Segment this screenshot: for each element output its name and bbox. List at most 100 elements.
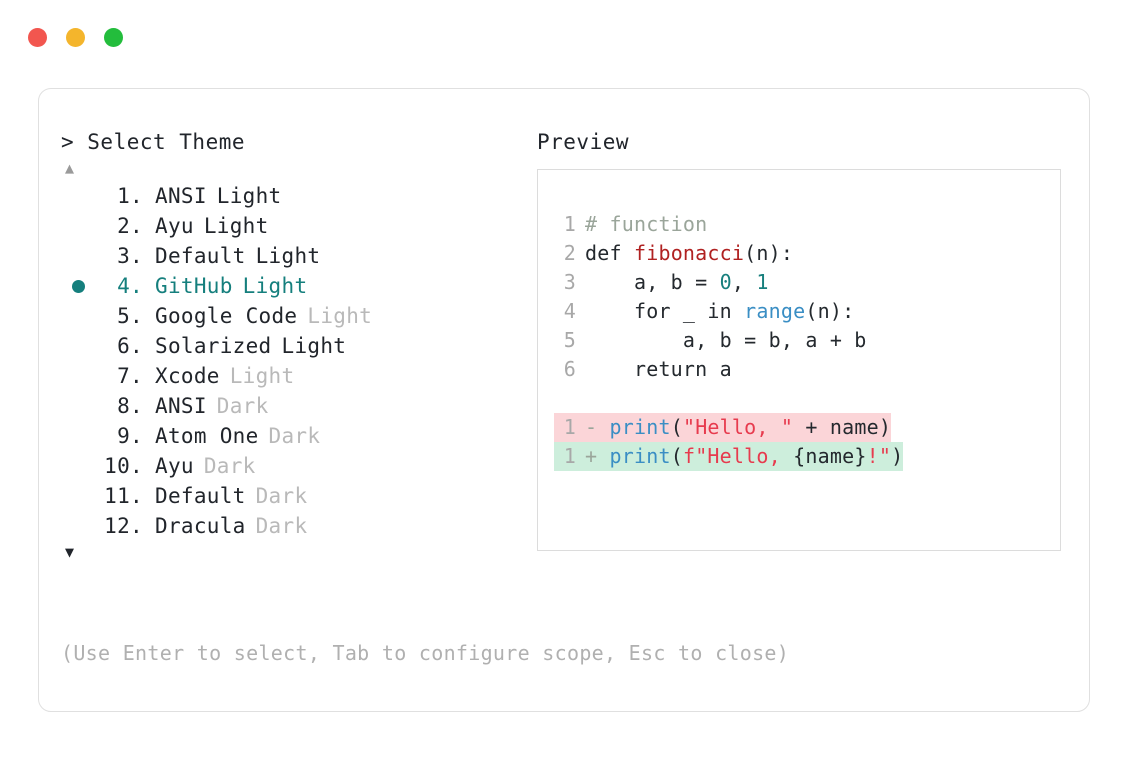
line-number: 3	[563, 270, 576, 294]
maximize-button[interactable]	[104, 28, 123, 47]
code-blank-line	[554, 384, 1060, 413]
theme-list-item[interactable]: 6. Solarized Light	[61, 331, 531, 361]
theme-item-name: Default	[155, 244, 246, 268]
close-button[interactable]	[28, 28, 47, 47]
code-token: range	[744, 299, 806, 323]
theme-item-name: ANSI	[155, 394, 207, 418]
theme-item-variant: Light	[216, 184, 282, 208]
theme-list-item[interactable]: 2. Ayu Light	[61, 211, 531, 241]
line-number: 1	[563, 415, 576, 439]
theme-item-variant: Light	[203, 214, 269, 238]
theme-item-variant: Light	[307, 304, 373, 328]
theme-item-index: 2.	[117, 214, 143, 238]
code-token: ,	[731, 270, 757, 294]
line-number: 1	[563, 212, 576, 236]
code-token: "Hello, "	[682, 415, 794, 439]
code-token: (	[670, 415, 683, 439]
selected-bullet-icon	[71, 279, 85, 293]
code-token: + name	[793, 415, 879, 439]
diff-line-plus: 1 + print(f"Hello, {name}!")	[554, 442, 904, 471]
theme-item-name: Solarized	[155, 334, 272, 358]
theme-item-variant: Dark	[203, 454, 256, 478]
code-line: 5 a, b = b, a + b	[554, 326, 1060, 355]
line-number: 2	[563, 241, 576, 265]
code-token: (n):	[805, 299, 855, 323]
theme-item-index: 12.	[104, 514, 143, 538]
code-token: print	[609, 444, 671, 468]
window-controls	[28, 28, 123, 47]
code-token: {name}	[793, 444, 867, 468]
theme-item-name: Default	[155, 484, 246, 508]
theme-item-variant: Dark	[255, 484, 308, 508]
code-token: for _ in	[585, 299, 745, 323]
theme-item-index: 6.	[117, 334, 143, 358]
code-token: 1	[756, 270, 769, 294]
theme-item-variant: Light	[281, 334, 347, 358]
code-token: # function	[585, 212, 708, 236]
line-number: 4	[563, 299, 576, 323]
theme-list-item[interactable]: 9. Atom One Dark	[61, 421, 531, 451]
line-number: 1	[563, 444, 576, 468]
diff-line-wrapper: 1- print("Hello, " + name)	[554, 413, 1060, 442]
code-token: 0	[719, 270, 732, 294]
theme-item-index: 1.	[117, 184, 143, 208]
theme-item-index: 10.	[104, 454, 143, 478]
theme-item-variant: Dark	[255, 514, 308, 538]
theme-item-name: Dracula	[155, 514, 246, 538]
theme-item-index: 8.	[117, 394, 143, 418]
theme-list-item[interactable]: 11. Default Dark	[61, 481, 531, 511]
theme-item-name: Atom One	[155, 424, 259, 448]
line-number: 6	[563, 357, 576, 381]
code-token: (	[670, 444, 683, 468]
theme-list-item[interactable]: 10. Ayu Dark	[61, 451, 531, 481]
code-token: !"	[866, 444, 892, 468]
theme-item-variant: Light	[229, 364, 295, 388]
theme-item-name: Ayu	[155, 214, 194, 238]
theme-item-index: 3.	[117, 244, 143, 268]
scroll-up-arrow-icon[interactable]: ▲	[65, 159, 75, 177]
code-token: def	[585, 241, 634, 265]
selection-bullet-cell	[61, 279, 95, 293]
minimize-button[interactable]	[66, 28, 85, 47]
theme-item-index: 11.	[104, 484, 143, 508]
theme-list-item[interactable]: 1. ANSI Light	[61, 181, 531, 211]
keyboard-hint: (Use Enter to select, Tab to configure s…	[61, 641, 790, 665]
theme-item-index: 9.	[117, 424, 143, 448]
select-theme-prompt: > Select Theme	[61, 130, 246, 154]
theme-list-item[interactable]: 8. ANSI Dark	[61, 391, 531, 421]
scroll-down-arrow-icon[interactable]: ▼	[65, 543, 75, 561]
diff-sign: +	[585, 444, 610, 468]
code-token: print	[609, 415, 671, 439]
theme-list-item[interactable]: 12. Dracula Dark	[61, 511, 531, 541]
theme-list-item[interactable]: 5. Google Code Light	[61, 301, 531, 331]
code-token: f"Hello,	[682, 444, 794, 468]
code-line: 6 return a	[554, 355, 1060, 384]
theme-item-variant: Dark	[268, 424, 321, 448]
diff-line-minus: 1- print("Hello, " + name)	[554, 413, 892, 442]
code-token: a, b =	[585, 270, 720, 294]
code-line: 1 # function	[554, 210, 1060, 239]
code-token: )	[878, 415, 892, 439]
theme-item-variant: Dark	[216, 394, 269, 418]
theme-item-variant: Light	[242, 274, 308, 298]
preview-title: Preview	[537, 130, 630, 154]
line-number: 5	[563, 328, 576, 352]
theme-item-name: ANSI	[155, 184, 207, 208]
theme-item-name: Ayu	[155, 454, 194, 478]
theme-item-index: 5.	[117, 304, 143, 328]
theme-list-item[interactable]: 3. Default Light	[61, 241, 531, 271]
theme-item-name: Google Code	[155, 304, 298, 328]
code-token: )	[891, 444, 904, 468]
code-token: (n):	[744, 241, 794, 265]
theme-item-variant: Light	[255, 244, 321, 268]
code-token: return a	[585, 357, 732, 381]
